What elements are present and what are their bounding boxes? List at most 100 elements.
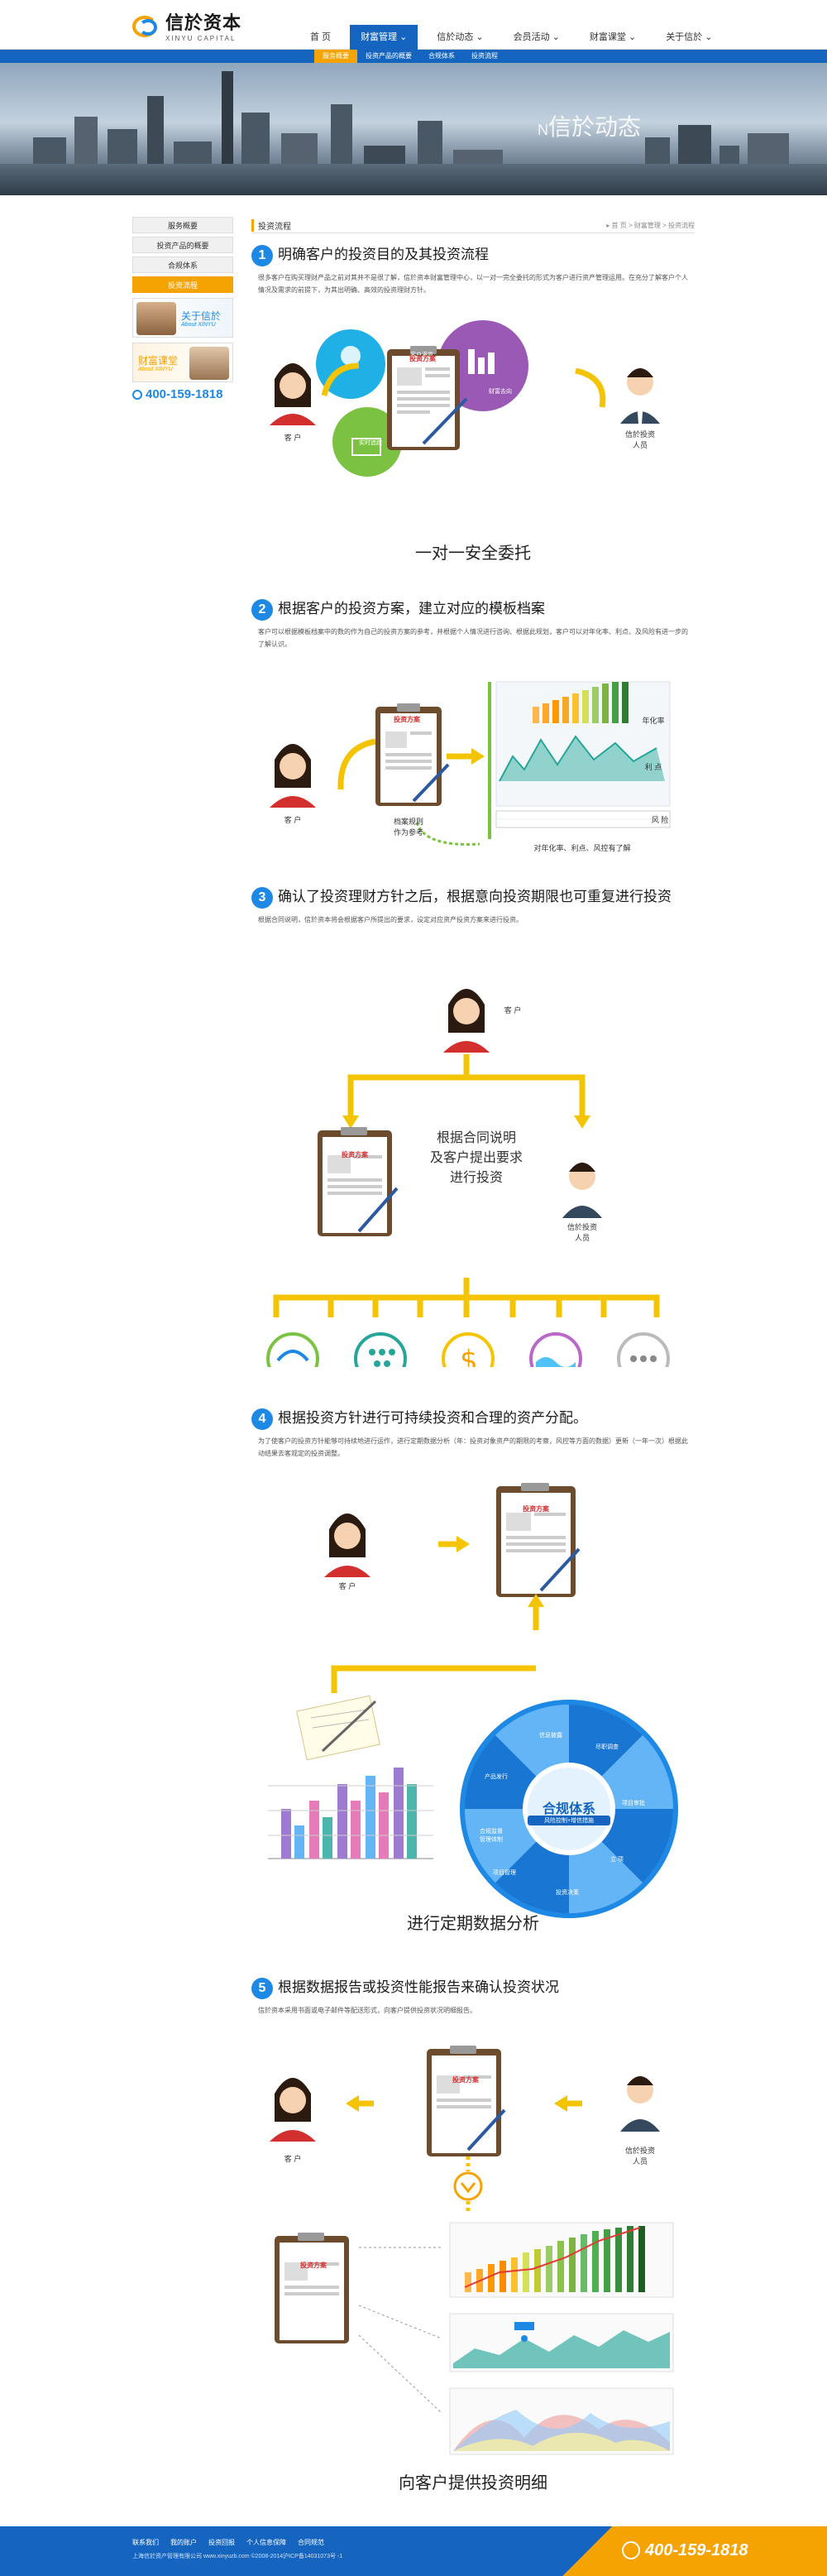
report-bar-chart	[449, 2222, 674, 2298]
plan-label: 投资方案	[452, 2076, 479, 2084]
nav-home[interactable]: 首 页	[310, 32, 332, 42]
step-title: 根据客户的投资方案，建立对应的模板档案	[278, 601, 545, 616]
arrow-icon	[471, 748, 485, 765]
wheel-segment: 立 项	[610, 1857, 624, 1863]
logo-mark-icon	[132, 12, 162, 39]
step-title: 根据投资方针进行可持续投资和合理的资产分配。	[278, 1410, 587, 1426]
step-number: 5	[251, 1978, 273, 1999]
wheel-title: 合规体系	[542, 1802, 595, 1816]
footer-link-privacy[interactable]: 个人信息保障	[246, 2539, 286, 2546]
footer-phone-number: 400-159-1818	[645, 2541, 748, 2559]
arrow-icon	[321, 362, 360, 396]
client-label: 客 户	[504, 1006, 522, 1015]
sidebar: 服务概要 投资产品的概要 合规体系 投资流程 关于信於 About XINYU …	[132, 217, 233, 401]
sub-nav: 服务概要 投资产品的概要 合规体系 投资流程	[0, 50, 827, 63]
wheel-segment: 项目审批	[622, 1801, 645, 1806]
about-banner[interactable]: 关于信於 About XINYU	[132, 298, 233, 338]
client-label: 客 户	[284, 816, 302, 824]
contract-text: 根据合同说明 及客户提出要求 进行投资	[429, 1131, 523, 1185]
advisor-label: 信於投资 人员	[624, 2147, 655, 2166]
notepad-icon	[296, 1695, 380, 1761]
step-5: 5 根据数据报告或投资性能报告来确认投资状况 信於资本采用书面或电子邮件等配送形式…	[251, 1978, 695, 2540]
sidebar-item-process[interactable]: 投资流程	[132, 276, 233, 293]
plan-label: 投资方案	[523, 1505, 549, 1513]
nav-class[interactable]: 财富课堂 ⌄	[589, 32, 637, 42]
nav-events[interactable]: 会员活动 ⌄	[513, 32, 560, 42]
phone-icon	[132, 389, 142, 400]
report-area-chart	[449, 2313, 674, 2372]
breadcrumb[interactable]: ▸ 首 页 > 财富管理 > 投资流程	[606, 222, 695, 229]
step3-illustration: $	[266, 989, 670, 1367]
advisor-label: 信於投资 人员	[624, 430, 655, 449]
step-4: 4 根据投资方针进行可持续投资和合理的资产分配。 为了使客户的投资方针能够可持续地…	[251, 1408, 695, 1938]
wheel-segment: 项目管理	[493, 1870, 516, 1876]
phone-icon	[622, 2541, 640, 2559]
class-banner[interactable]: 财富课堂 About XINYU	[132, 343, 233, 382]
tracking-circle	[332, 407, 402, 477]
plan-label: 投资方案	[394, 716, 420, 723]
step1-illustration	[270, 320, 660, 477]
circle-label: 财富去向	[489, 389, 512, 395]
yield-label: 年化率	[642, 717, 665, 725]
footer-link-contact[interactable]: 联系我们	[132, 2539, 159, 2546]
circle-label: 客户满意	[410, 353, 433, 358]
step-number: 2	[251, 599, 273, 621]
class-photo	[189, 347, 229, 380]
step-title: 根据数据报告或投资性能报告来确认投资状况	[278, 1979, 559, 1995]
subnav-compliance[interactable]: 合规体系	[428, 52, 455, 60]
site-header: 信於资本 XINYU CAPITAL 首 页 财富管理 ⌄ 信於动态 ⌄ 会员活…	[0, 0, 827, 50]
step-caption: 进行定期数据分析	[407, 1915, 539, 1933]
sidebar-phone: 400-159-1818	[132, 387, 233, 401]
sidebar-item-service[interactable]: 服务概要	[132, 217, 233, 233]
data-analysis-chart	[268, 1768, 433, 1859]
wheel-segment: 产品发行	[485, 1774, 508, 1780]
subnav-service[interactable]: 服务概要	[314, 50, 357, 63]
step5-illustration	[270, 2046, 674, 2455]
wheel-segment: 信息披露	[539, 1733, 562, 1739]
plan-label: 投资方案	[409, 355, 436, 362]
wheel-segment: 投资决策	[556, 1890, 579, 1896]
step-desc: 信於资本采用书面或电子邮件等配送形式，向客户提供投资状况明细报告。	[258, 2007, 476, 2014]
step-number: 4	[251, 1408, 273, 1430]
step-desc: 根据合同说明，信於资本将会根据客户所提出的要求，设定对应资产投资方案来进行投资。	[258, 916, 523, 923]
step-desc: 为了使客户的投资方针能够可持续地进行运作，进行定期数据分析（年：投资对象资产的期…	[258, 1437, 688, 1457]
wheel-segment: 尽职调查	[595, 1744, 619, 1750]
footer-link-contract[interactable]: 合同规范	[298, 2539, 324, 2546]
subnav-products[interactable]: 投资产品的概要	[366, 52, 412, 60]
site-footer: 联系我们 我的账户 投资回报 个人信息保障 合同规范 上海信於资产管理有限公司 …	[0, 2526, 827, 2576]
footer-phone: 400-159-1818	[554, 2526, 827, 2576]
step-desc: 很多客户在购买理财产品之前对其并不是很了解，信於资本财富管理中心，以一对一完全委…	[258, 274, 688, 294]
banner-title: N信於动态	[538, 114, 642, 140]
sidebar-item-products[interactable]: 投资产品的概要	[132, 237, 233, 253]
risk-label: 风 险	[651, 816, 669, 824]
client-label: 客 户	[284, 434, 302, 442]
down-arrow-icon	[453, 2171, 483, 2201]
footer-links: 联系我们 我的账户 投资回报 个人信息保障 合同规范	[132, 2538, 342, 2547]
city-banner: N信於动态	[0, 63, 827, 195]
subnav-process[interactable]: 投资流程	[471, 52, 498, 60]
logo-text-en: XINYU CAPITAL	[165, 35, 237, 42]
step-number: 3	[251, 887, 273, 909]
footer-link-returns[interactable]: 投资回报	[208, 2539, 235, 2546]
sidebar-item-compliance[interactable]: 合规体系	[132, 257, 233, 273]
investment-icon-dollar	[442, 1332, 495, 1367]
class-banner-title: 财富课堂	[138, 355, 179, 367]
logo[interactable]: 信於资本 XINYU CAPITAL	[132, 8, 241, 42]
step-title: 确认了投资理财方针之后，根据意向投资期限也可重复进行投资	[278, 889, 672, 904]
step4-illustration	[268, 1483, 678, 1918]
nav-news[interactable]: 信於动态 ⌄	[437, 32, 484, 42]
compliance-wheel	[460, 1700, 678, 1918]
about-banner-sub: About XINYU	[181, 322, 216, 328]
arrow-icon	[575, 367, 606, 408]
footer-link-account[interactable]: 我的账户	[170, 2539, 197, 2546]
plan-label: 投资方案	[342, 1151, 368, 1158]
nav-about[interactable]: 关于信於 ⌄	[666, 32, 713, 42]
main-nav: 首 页 财富管理 ⌄ 信於动态 ⌄ 会员活动 ⌄ 财富课堂 ⌄ 关于信於 ⌄	[299, 25, 731, 50]
nav-wealth[interactable]: 财富管理 ⌄	[350, 25, 418, 50]
step-caption: 向客户提供投资明细	[399, 2474, 547, 2492]
circle-label: 实时追踪	[359, 440, 382, 446]
logo-text-cn: 信於资本	[165, 12, 242, 33]
